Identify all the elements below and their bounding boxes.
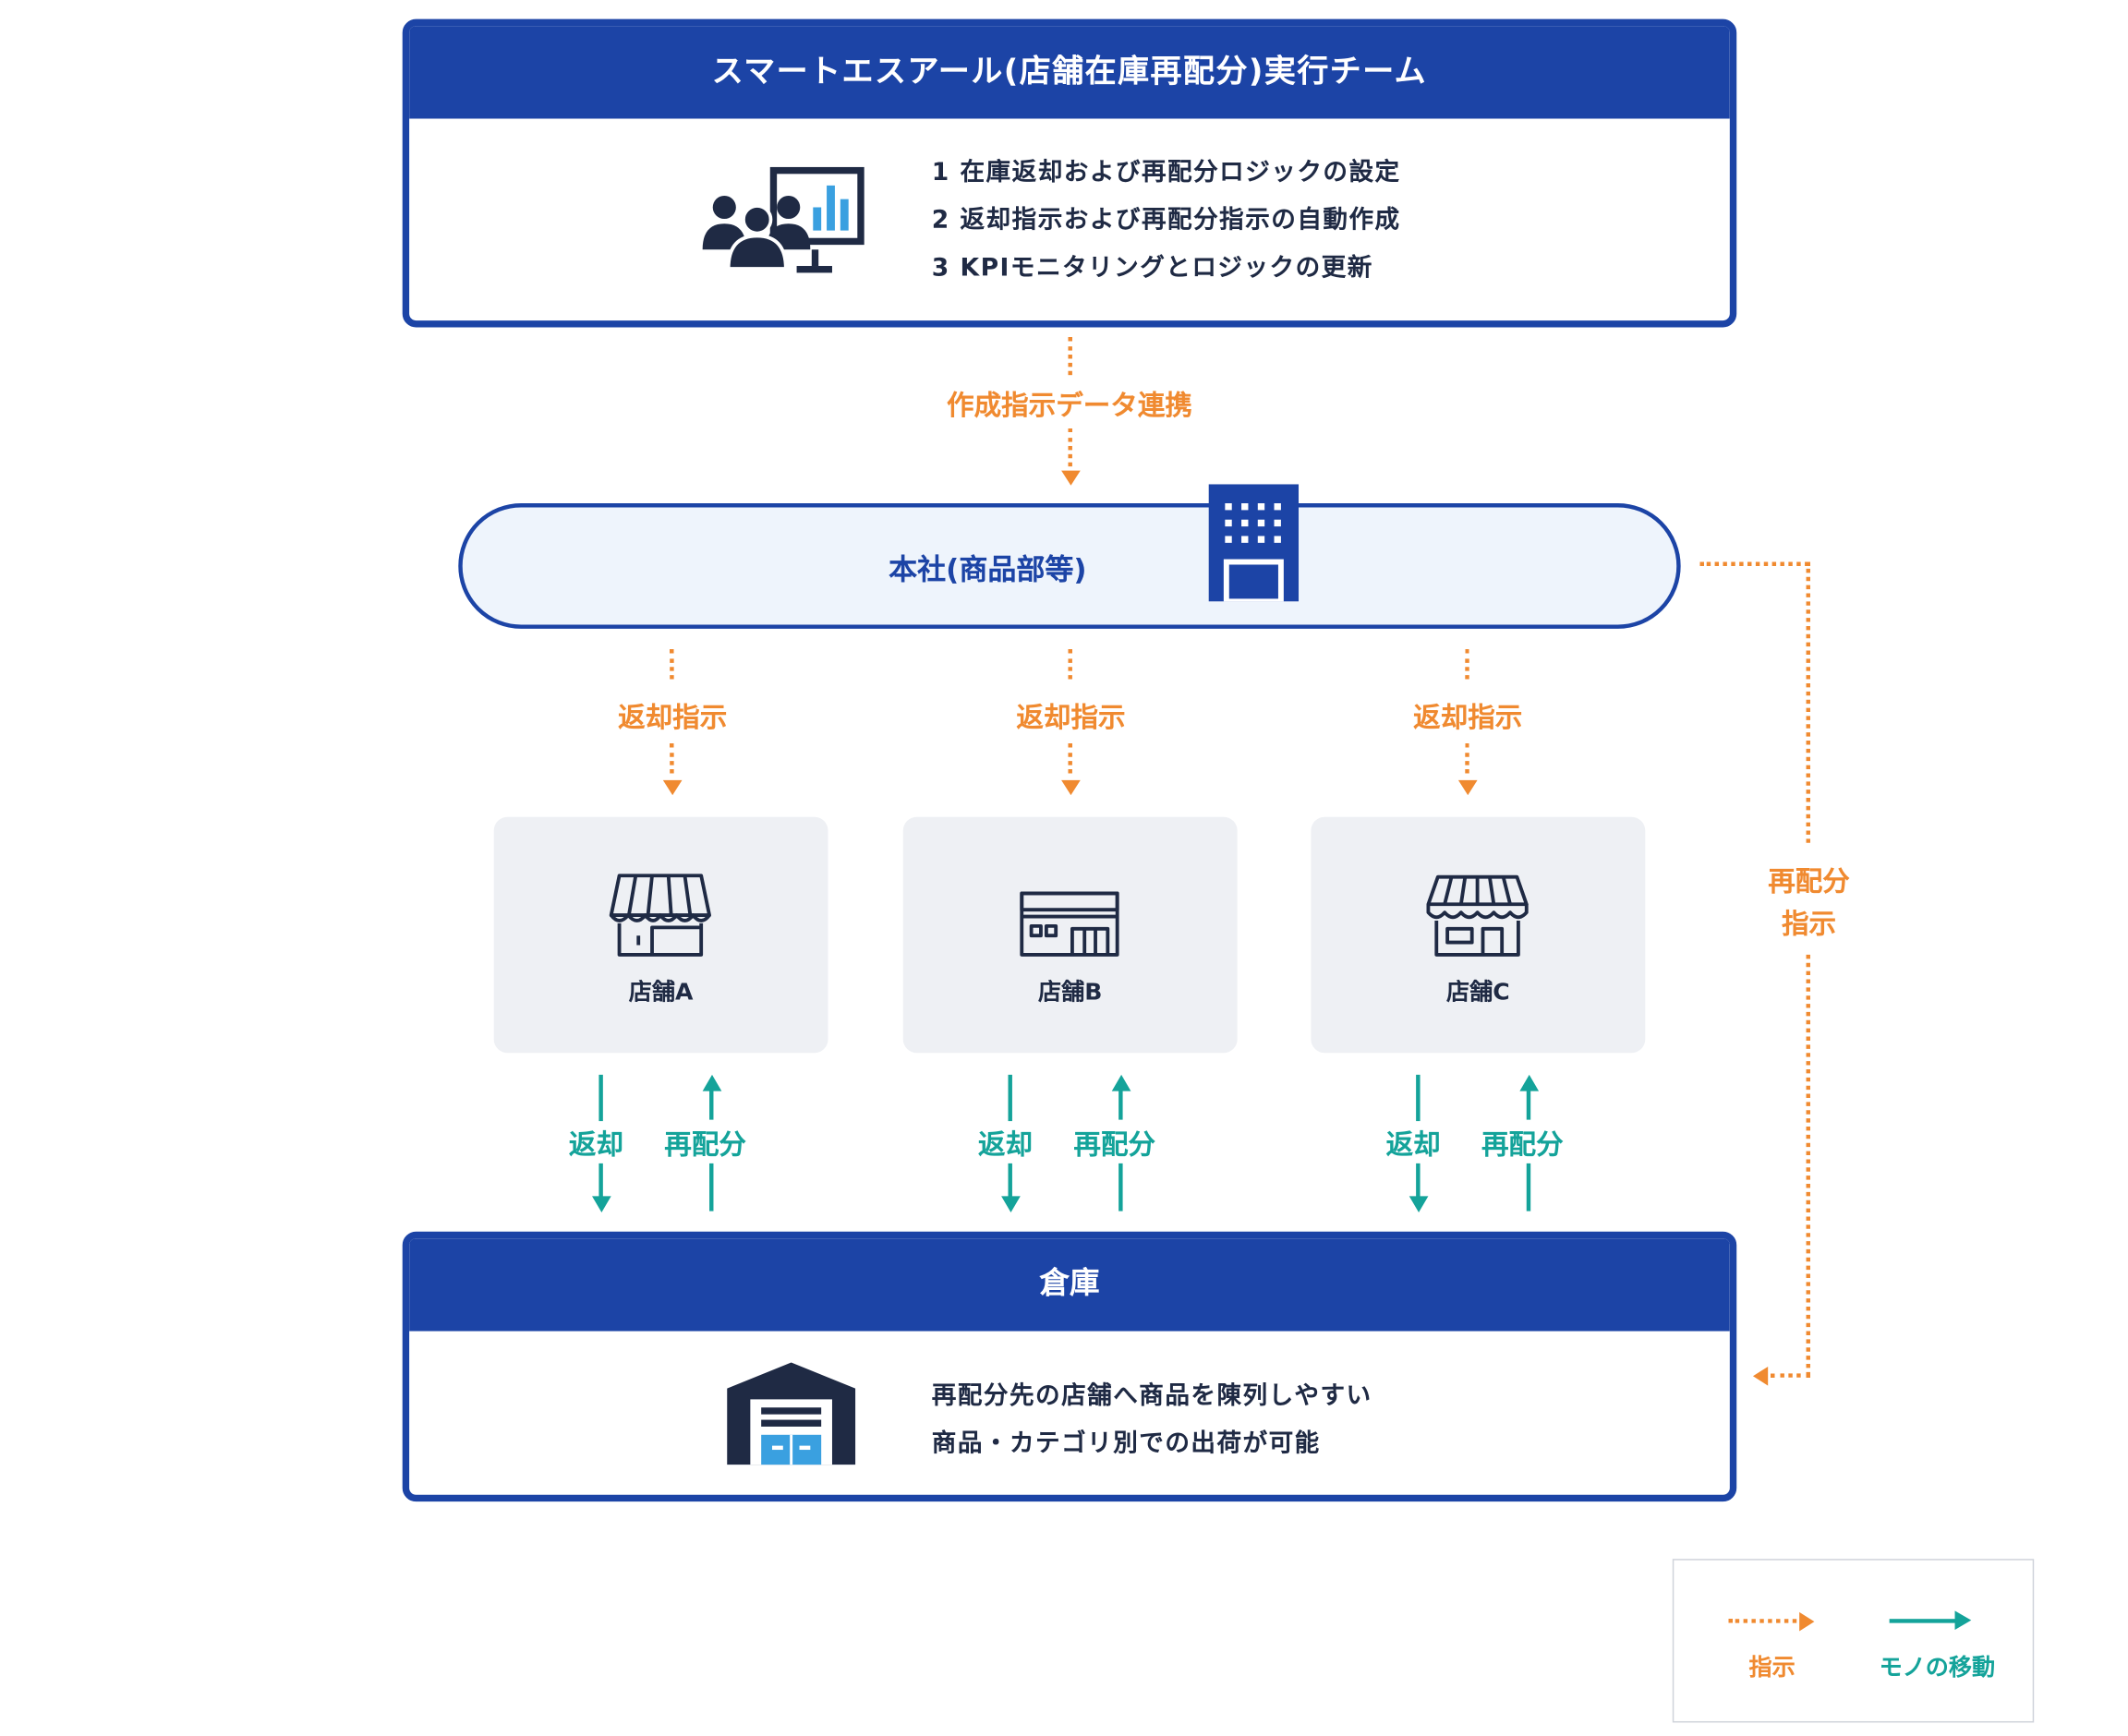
store-a-card: 店舗A <box>493 816 828 1054</box>
redistribution-instruction-line-upper <box>1806 561 1810 843</box>
store-c-card: 店舗C <box>1311 816 1646 1054</box>
store-c-name: 店舗C <box>1445 979 1510 1007</box>
return-goods-label-c: 返却 <box>1385 1127 1441 1161</box>
return-instruction-label-a: 返却指示 <box>618 701 728 734</box>
data-link-label: 作成指示データ連携 <box>947 388 1192 422</box>
redistribute-goods-line-a-lower <box>709 1163 714 1212</box>
redistribute-goods-line-b <box>1118 1088 1123 1120</box>
redistribute-goods-arrow-c-icon <box>1519 1074 1540 1091</box>
office-building-icon <box>1208 484 1300 602</box>
redistribute-goods-line-a <box>709 1088 714 1120</box>
redistribute-goods-label-a: 再配分 <box>664 1127 746 1161</box>
store-b-card: 店舗B <box>902 816 1238 1054</box>
warehouse-feature-2: 商品・カテゴリ別での出荷が可能 <box>931 1429 1321 1458</box>
return-goods-label-a: 返却 <box>568 1127 623 1161</box>
return-instruction-line-b-bottom <box>1068 742 1072 774</box>
redistribution-instruction-label: 再配分 指示 <box>1741 861 1878 946</box>
store-b-name: 店舗B <box>1038 979 1103 1007</box>
return-instruction-line-c-top <box>1465 649 1469 680</box>
return-instruction-line-c-bottom <box>1465 742 1469 774</box>
team-task-2: 2 返却指示および再配分指示の自動作成 <box>931 206 1401 235</box>
redistribution-instruction-line-lower <box>1806 954 1810 1377</box>
return-instruction-arrow-c-icon <box>1457 779 1478 796</box>
return-instruction-label-b: 返却指示 <box>1016 701 1126 734</box>
headquarters-label: 本社(商品部等) <box>889 553 1087 587</box>
legend-goods-label: モノの移動 <box>1879 1654 1996 1682</box>
redistribute-goods-line-b-lower <box>1118 1163 1123 1212</box>
redistribute-goods-line-c-lower <box>1526 1163 1531 1212</box>
legend-instruction-label: 指示 <box>1748 1654 1796 1682</box>
return-instruction-arrow-b-icon <box>1061 779 1081 796</box>
team-panel: スマートエスアール(店舗在庫再配分)実行チーム 1 在庫返却および再配分ロジック… <box>402 18 1737 328</box>
warehouse-icon <box>727 1362 856 1465</box>
return-goods-line-c <box>1416 1074 1421 1122</box>
team-title: スマートエスアール(店舗在庫再配分)実行チーム <box>409 26 1730 119</box>
return-goods-line-c-lower <box>1416 1163 1421 1200</box>
redistribute-goods-arrow-a-icon <box>702 1074 722 1091</box>
return-goods-line-a <box>598 1074 603 1122</box>
team-presentation-icon <box>702 166 864 273</box>
legend-goods-line <box>1889 1619 1958 1623</box>
data-link-arrow-icon <box>1061 470 1081 486</box>
legend-instruction-line <box>1728 1619 1797 1623</box>
store-awning-icon <box>609 874 711 957</box>
redistribution-instruction-line-top <box>1699 561 1809 566</box>
return-goods-label-b: 返却 <box>978 1127 1034 1161</box>
return-goods-arrow-b-icon <box>1001 1196 1021 1213</box>
legend: 指示 モノの移動 <box>1672 1559 2035 1723</box>
redistribute-goods-line-c <box>1526 1088 1531 1120</box>
warehouse-panel: 倉庫 再配分先の店舗へ商品を陳列しやすい 商品・カテゴリ別での出荷が可能 <box>402 1231 1737 1502</box>
store-shop-icon <box>1020 891 1119 957</box>
return-instruction-label-c: 返却指示 <box>1413 701 1523 734</box>
warehouse-feature-1: 再配分先の店舗へ商品を陳列しやすい <box>931 1381 1372 1411</box>
warehouse-feature-list: 再配分先の店舗へ商品を陳列しやすい 商品・カテゴリ別での出荷が可能 <box>932 1372 1372 1467</box>
team-task-1: 1 在庫返却および再配分ロジックの設定 <box>931 158 1401 187</box>
return-goods-arrow-a-icon <box>592 1196 611 1213</box>
return-instruction-line-b-top <box>1068 649 1072 680</box>
return-instruction-line-a-bottom <box>670 742 674 774</box>
return-goods-line-b <box>1008 1074 1012 1122</box>
redistribute-goods-label-b: 再配分 <box>1073 1127 1156 1161</box>
redistribution-instruction-arrow-icon <box>1752 1366 1769 1386</box>
return-instruction-arrow-a-icon <box>662 779 683 796</box>
store-striped-awning-icon <box>1426 874 1529 957</box>
redistribution-instruction-line-bottom <box>1771 1373 1810 1378</box>
return-goods-line-a-lower <box>598 1163 603 1200</box>
redistribution-instruction-label-line-2: 指示 <box>1781 907 1837 940</box>
store-a-name: 店舗A <box>628 979 694 1007</box>
return-goods-arrow-c-icon <box>1409 1196 1429 1213</box>
data-link-connector-bottom <box>1068 428 1072 467</box>
warehouse-title: 倉庫 <box>409 1238 1730 1332</box>
headquarters-node: 本社(商品部等) <box>458 503 1681 629</box>
redistribute-goods-label-c: 再配分 <box>1481 1127 1564 1161</box>
legend-goods-arrow-icon <box>1954 1610 1972 1631</box>
return-goods-line-b-lower <box>1008 1163 1012 1200</box>
legend-instruction-arrow-icon <box>1799 1611 1815 1632</box>
return-instruction-line-a-top <box>670 649 674 680</box>
redistribute-goods-arrow-b-icon <box>1111 1074 1131 1091</box>
redistribution-instruction-label-line-1: 再配分 <box>1768 864 1850 898</box>
team-task-3: 3 KPIモニタリングとロジックの更新 <box>931 253 1373 283</box>
team-task-list: 1 在庫返却および再配分ロジックの設定 2 返却指示および再配分指示の自動作成 … <box>932 149 1401 292</box>
data-link-connector-top <box>1068 336 1072 376</box>
